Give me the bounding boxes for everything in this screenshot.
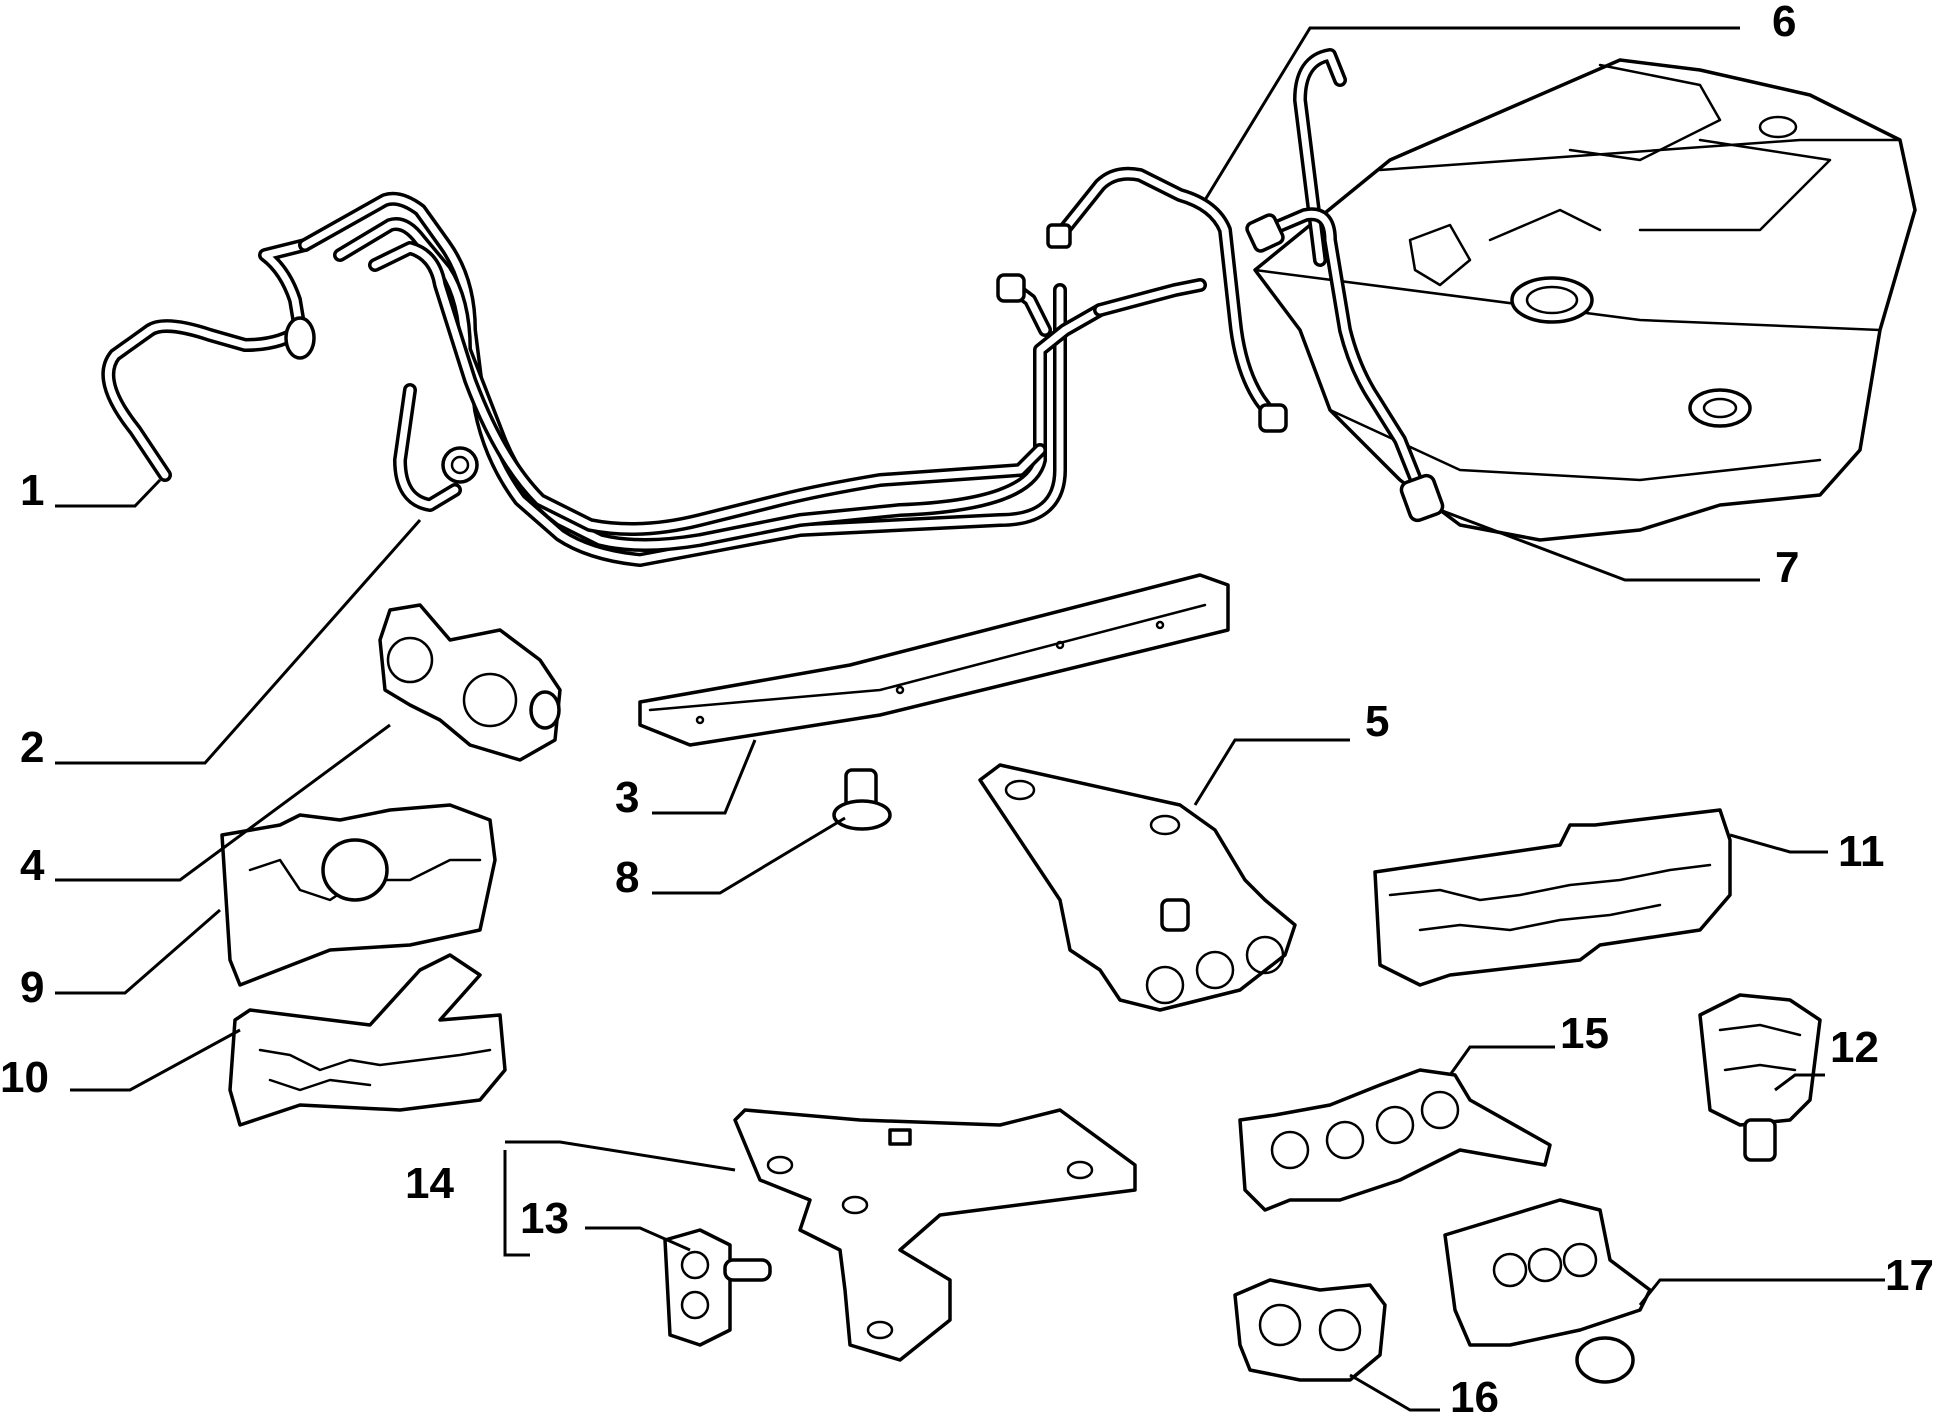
pipe-7 xyxy=(1245,207,1445,523)
leader-13 xyxy=(585,1226,691,1252)
callout-8: 8 xyxy=(615,853,639,902)
callout-15: 15 xyxy=(1560,1009,1609,1058)
callout-4: 4 xyxy=(20,841,45,890)
leader-15 xyxy=(1448,1045,1555,1076)
callout-10: 10 xyxy=(0,1053,49,1102)
leader-9 xyxy=(55,908,221,995)
part-9-multi-clip xyxy=(220,803,497,987)
fuel-tank xyxy=(1253,48,1917,542)
leader-8 xyxy=(652,816,846,895)
part-11-long-clip xyxy=(1373,808,1732,987)
callout-9: 9 xyxy=(20,963,44,1012)
leader-17 xyxy=(1638,1278,1885,1306)
callout-7: 7 xyxy=(1775,543,1799,592)
callout-1: 1 xyxy=(20,466,44,515)
callout-14: 14 xyxy=(405,1159,454,1208)
leader-11 xyxy=(1729,833,1828,854)
leader-1 xyxy=(55,478,162,508)
callout-17: 17 xyxy=(1885,1251,1934,1300)
callout-13: 13 xyxy=(520,1194,569,1243)
part-4-double-clip xyxy=(378,603,562,762)
part-3-rail-bracket xyxy=(638,573,1230,747)
part-13-small-clip xyxy=(663,1228,772,1347)
leader-10 xyxy=(70,1028,241,1092)
callout-11: 11 xyxy=(1838,827,1885,876)
callout-3: 3 xyxy=(615,773,639,822)
part-5-bracket xyxy=(978,763,1297,1012)
leader-5 xyxy=(1193,738,1350,806)
leader-14b xyxy=(505,1140,736,1172)
leader-lines xyxy=(55,26,1885,1412)
leader-16 xyxy=(1349,1373,1440,1412)
part-12-round-clip xyxy=(1698,993,1822,1162)
leader-2 xyxy=(55,519,422,765)
pipe-6 xyxy=(1046,166,1288,433)
part-16-double-clip xyxy=(1233,1278,1387,1382)
part-15-angled-clip xyxy=(1238,1068,1552,1212)
callout-16: 16 xyxy=(1450,1373,1499,1412)
callout-12: 12 xyxy=(1830,1023,1879,1072)
leader-7 xyxy=(1439,508,1760,582)
leader-12 xyxy=(1774,1073,1825,1092)
part-10-clip-bracket xyxy=(228,953,507,1127)
fuel-pipe-bundle xyxy=(101,191,1207,567)
callout-2: 2 xyxy=(20,723,44,772)
callout-6: 6 xyxy=(1772,0,1796,46)
leader-3 xyxy=(652,739,757,815)
part-14-bracket xyxy=(733,1108,1137,1362)
callout-5: 5 xyxy=(1365,697,1389,746)
leader-6 xyxy=(1203,26,1740,201)
part-17-clip-stud xyxy=(1443,1198,1652,1384)
part-8-bolt xyxy=(832,768,892,831)
leader-4 xyxy=(55,723,391,882)
leader-14 xyxy=(503,1150,530,1257)
